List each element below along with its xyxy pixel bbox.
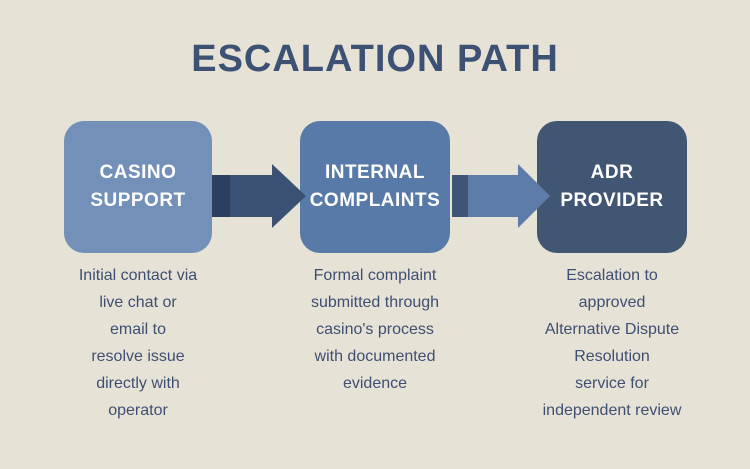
arrow-shaft — [230, 175, 272, 217]
arrow-casino-to-internal-icon — [212, 164, 306, 228]
arrow-head — [518, 164, 550, 228]
arrow-tail — [452, 175, 468, 217]
step-label-internal-complaints: INTERNAL COMPLAINTS — [309, 161, 441, 212]
step-description-adr-provider: Escalation to approved Alternative Dispu… — [542, 267, 682, 419]
step-box-casino-support: CASINO SUPPORT — [64, 121, 212, 253]
step-description-internal-complaints: Formal complaint submitted through casin… — [310, 267, 440, 392]
arrow-head — [272, 164, 306, 228]
step-box-adr-provider: ADR PROVIDER — [537, 121, 687, 253]
step-label-adr-provider: ADR PROVIDER — [560, 161, 664, 212]
step-description-casino-support: Initial contact via live chat or email t… — [78, 267, 198, 419]
arrow-tail — [212, 175, 230, 217]
arrow-shaft — [468, 175, 518, 217]
diagram-title: ESCALATION PATH — [191, 38, 559, 80]
step-box-internal-complaints: INTERNAL COMPLAINTS — [300, 121, 450, 253]
arrow-internal-to-adr-icon — [452, 164, 550, 228]
step-label-casino-support: CASINO SUPPORT — [90, 161, 186, 212]
